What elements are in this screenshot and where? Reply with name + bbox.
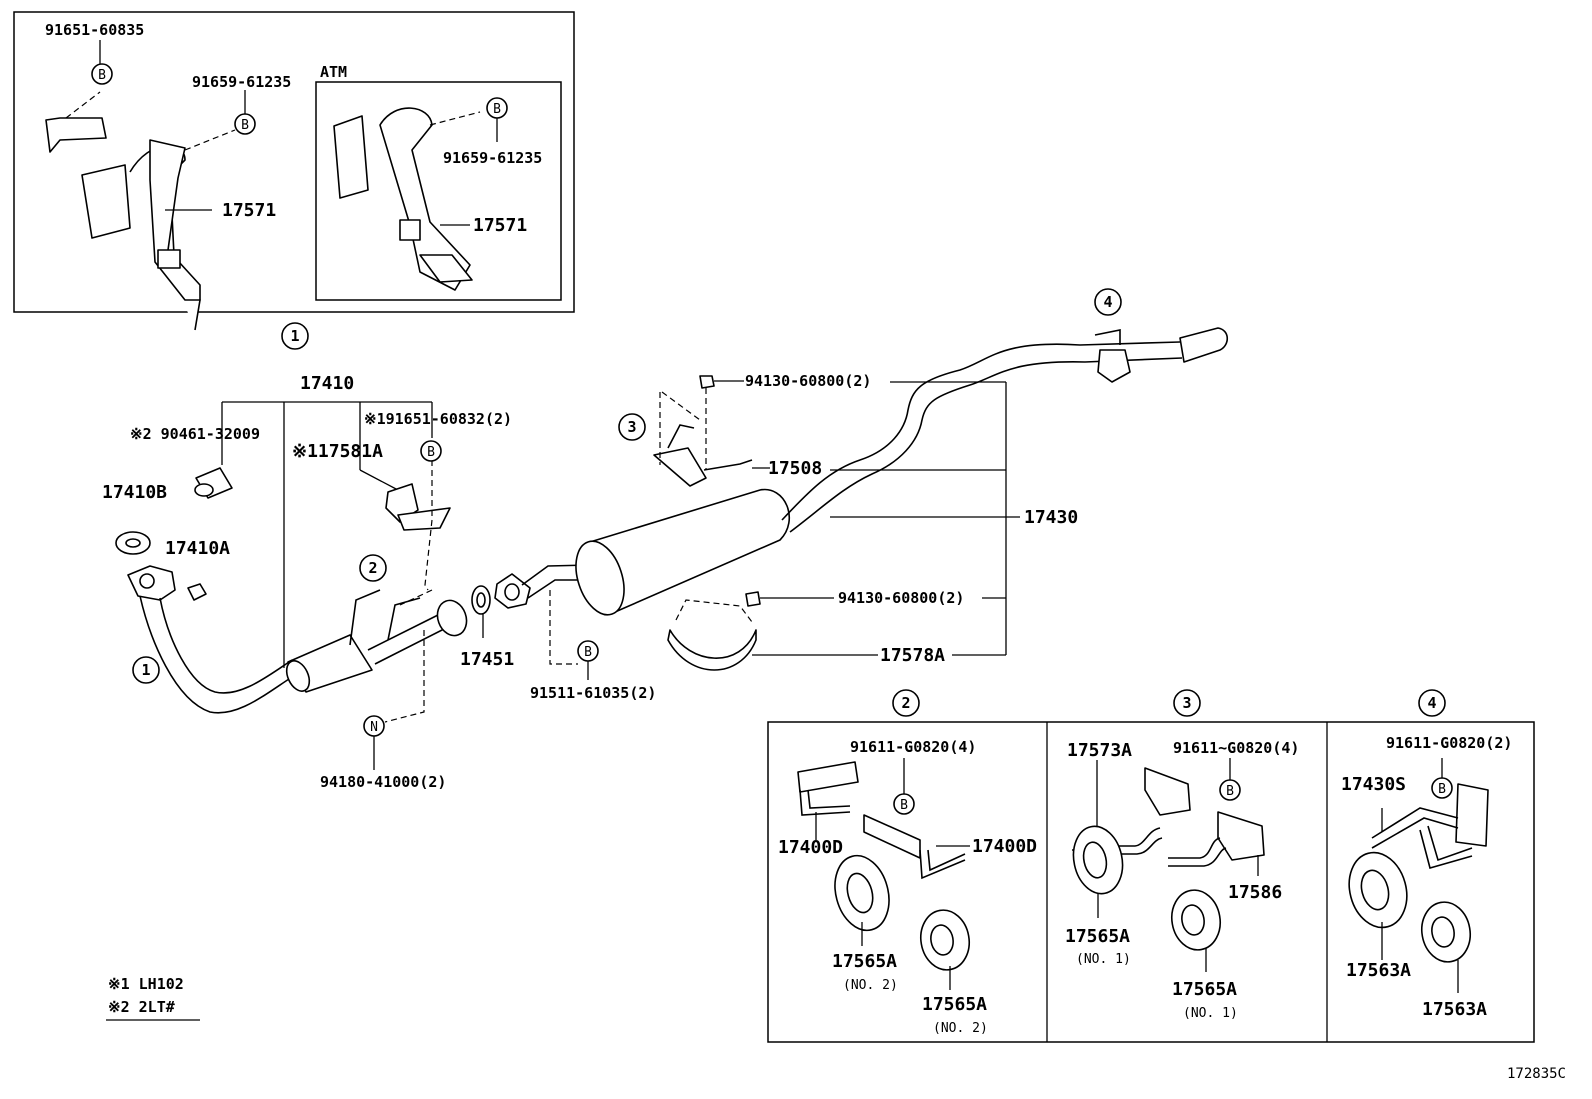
part-label-91659-61235-b: 91659-61235 xyxy=(443,149,542,167)
g2-part-17565A-b: 17565A xyxy=(922,994,987,1015)
part-label-17581A: ※117581A xyxy=(292,441,383,462)
bolt-symbol: B xyxy=(486,97,508,119)
g2-part-17400D-a: 17400D xyxy=(778,837,843,858)
g3-note-no1-b: (NO. 1) xyxy=(1183,1006,1238,1021)
svg-text:B: B xyxy=(427,445,435,460)
bolt-symbol: B xyxy=(420,440,442,462)
svg-text:2: 2 xyxy=(901,694,910,712)
g2-note-no2-a: (NO. 2) xyxy=(843,978,898,993)
bolt-symbol: B xyxy=(893,793,915,815)
note-1: ※1 LH102 xyxy=(108,975,184,993)
svg-text:1: 1 xyxy=(290,327,299,345)
svg-text:N: N xyxy=(370,720,378,735)
svg-text:B: B xyxy=(1438,782,1446,797)
part-label-17571-a: 17571 xyxy=(222,200,276,221)
g3-bolt-label: 91611~G0820(4) xyxy=(1173,739,1299,757)
group-2-parts xyxy=(797,758,971,990)
bolt-symbol: B xyxy=(577,640,599,662)
g4-part-17563A-a: 17563A xyxy=(1346,960,1411,981)
g3-part-17586: 17586 xyxy=(1228,882,1282,903)
part-label-17430: 17430 xyxy=(1024,507,1078,528)
svg-text:B: B xyxy=(241,118,249,133)
g2-part-17400D-b: 17400D xyxy=(972,836,1037,857)
nut-symbol: N xyxy=(363,715,385,737)
svg-text:B: B xyxy=(98,68,106,83)
part-label-94130-60800-bottom: 94130-60800(2) xyxy=(838,589,964,607)
part-label-91511-61035: 91511-61035(2) xyxy=(530,684,656,702)
callout-1-pipe: 1 xyxy=(132,656,160,684)
g4-bolt-label: 91611-G0820(2) xyxy=(1386,734,1512,752)
svg-text:B: B xyxy=(1226,784,1234,799)
group-3-parts xyxy=(1072,758,1265,972)
svg-text:B: B xyxy=(493,102,501,117)
bolt-symbol: B xyxy=(1431,777,1453,799)
part-label-94130-60800-top: 94130-60800(2) xyxy=(745,372,871,390)
part-label-91651-60832: ※191651-60832(2) xyxy=(364,410,512,428)
g4-part-17430S: 17430S xyxy=(1341,774,1406,795)
group-2-callout: 2 xyxy=(892,689,920,717)
callout-4: 4 xyxy=(1094,288,1122,316)
part-label-17410: 17410 xyxy=(300,373,354,394)
svg-text:4: 4 xyxy=(1103,293,1112,311)
g2-part-17565A-a: 17565A xyxy=(832,951,897,972)
bolt-symbol: B xyxy=(91,63,113,85)
g4-part-17563A-b: 17563A xyxy=(1422,999,1487,1020)
g3-part-17573A: 17573A xyxy=(1067,740,1132,761)
svg-text:B: B xyxy=(584,645,592,660)
detail-box-1 xyxy=(13,11,575,331)
diagram-reference: 172835C xyxy=(1507,1066,1566,1082)
callout-3: 3 xyxy=(618,413,646,441)
svg-text:4: 4 xyxy=(1427,694,1436,712)
g2-bolt-label: 91611-G0820(4) xyxy=(850,738,976,756)
g3-part-17565A-a: 17565A xyxy=(1065,926,1130,947)
part-label-91651-60835: 91651-60835 xyxy=(45,21,144,39)
bracket-17430 xyxy=(830,381,1020,656)
svg-text:3: 3 xyxy=(1182,694,1191,712)
g2-note-no2-b: (NO. 2) xyxy=(933,1021,988,1036)
svg-text:1: 1 xyxy=(141,661,150,679)
bolt-symbol: B xyxy=(234,113,256,135)
part-label-90461-32009: ※2 90461-32009 xyxy=(130,425,260,443)
callout-2: 2 xyxy=(359,554,387,582)
bolt-symbol: B xyxy=(1219,779,1241,801)
part-label-17578A: 17578A xyxy=(880,645,945,666)
part-label-17410B: 17410B xyxy=(102,482,167,503)
note-2: ※2 2LT# xyxy=(108,998,175,1016)
main-muffler-assembly xyxy=(471,327,1229,671)
detail-groups-box xyxy=(767,721,1535,1043)
part-label-17571-b: 17571 xyxy=(473,215,527,236)
svg-text:3: 3 xyxy=(627,418,636,436)
atm-label: ATM xyxy=(320,63,347,81)
group-4-callout: 4 xyxy=(1418,689,1446,717)
part-label-17451: 17451 xyxy=(460,649,514,670)
svg-text:B: B xyxy=(900,798,908,813)
part-label-17508: 17508 xyxy=(768,458,822,479)
part-label-91659-61235-a: 91659-61235 xyxy=(192,73,291,91)
group-4-parts xyxy=(1348,758,1489,993)
g3-part-17565A-b: 17565A xyxy=(1172,979,1237,1000)
part-label-17410A: 17410A xyxy=(165,538,230,559)
part-label-94180-41000: 94180-41000(2) xyxy=(320,773,446,791)
callout-1-top: 1 xyxy=(281,322,309,350)
g3-note-no1-a: (NO. 1) xyxy=(1076,952,1131,967)
front-pipe-assembly xyxy=(115,401,468,723)
group-3-callout: 3 xyxy=(1173,689,1201,717)
svg-text:2: 2 xyxy=(368,559,377,577)
